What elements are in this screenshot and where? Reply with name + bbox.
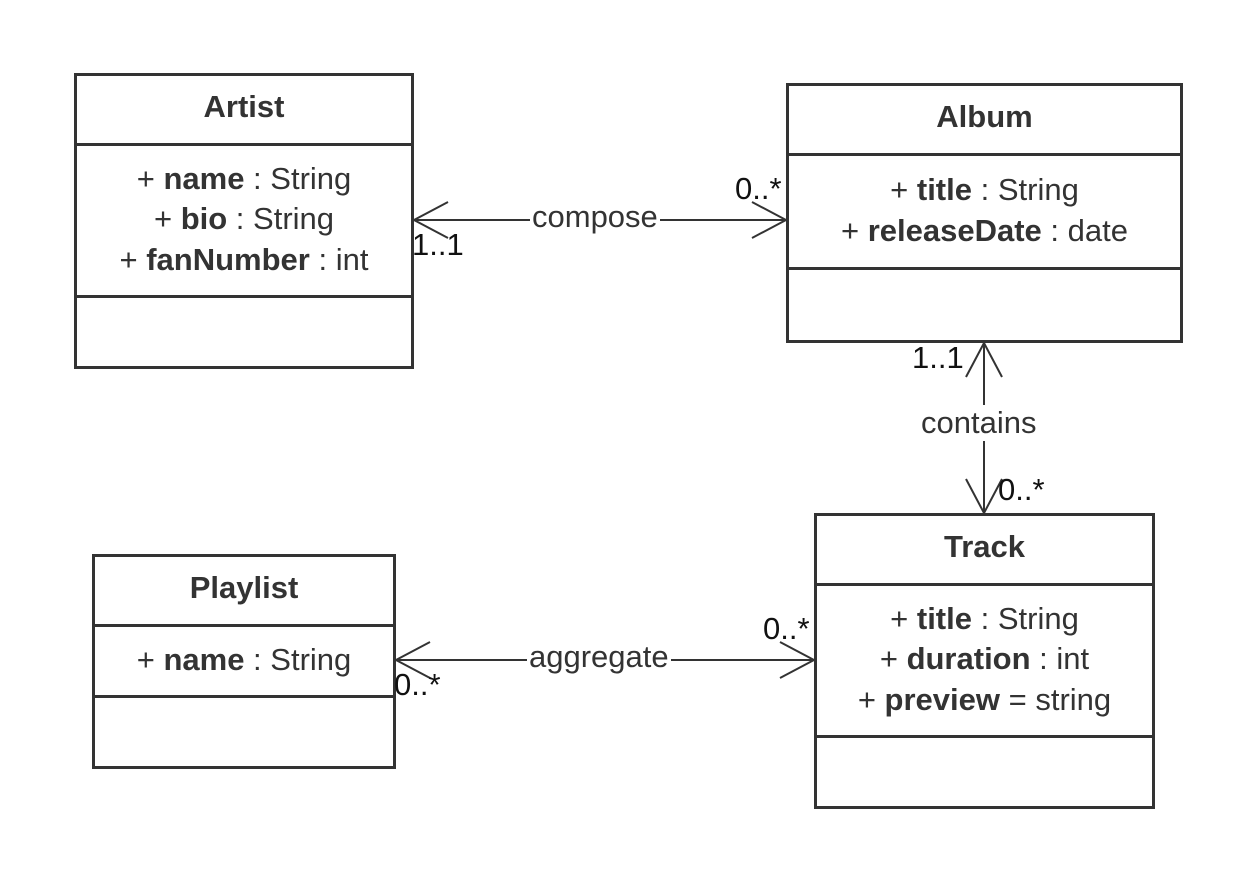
- multiplicity-aggregate-playlist: 0..*: [394, 667, 441, 702]
- class-artist-attributes: + name : String + bio : String + fanNumb…: [77, 146, 411, 298]
- multiplicity-compose-artist: 1..1: [412, 227, 464, 262]
- class-track-name: Track: [817, 516, 1152, 586]
- multiplicity-compose-album: 0..*: [735, 171, 782, 206]
- class-playlist[interactable]: Playlist + name : String: [92, 554, 396, 769]
- class-album-name: Album: [789, 86, 1180, 156]
- attribute: + fanNumber : int: [119, 241, 369, 277]
- compose-arrowhead-artist: [411, 201, 449, 239]
- association-label-compose: compose: [530, 199, 660, 235]
- class-playlist-operations: [95, 698, 393, 766]
- attribute: + name : String: [136, 160, 352, 196]
- attribute: + duration : int: [879, 641, 1090, 677]
- class-album-operations: [789, 270, 1180, 340]
- contains-arrowhead-album: [965, 340, 1003, 378]
- class-artist[interactable]: Artist + name : String + bio : String + …: [74, 73, 414, 369]
- multiplicity-contains-album: 1..1: [912, 340, 964, 375]
- attribute: + title : String: [890, 600, 1079, 636]
- aggregate-arrowhead-playlist: [393, 641, 431, 679]
- class-playlist-name: Playlist: [95, 557, 393, 627]
- attribute: + releaseDate : date: [841, 212, 1128, 248]
- class-track-attributes: + title : String + duration : int + prev…: [817, 586, 1152, 738]
- attribute: + preview = string: [857, 681, 1112, 717]
- association-label-aggregate: aggregate: [527, 639, 671, 675]
- class-playlist-attributes: + name : String: [95, 627, 393, 698]
- class-artist-operations: [77, 298, 411, 366]
- attribute: + name : String: [136, 641, 352, 677]
- attribute: + bio : String: [153, 201, 335, 237]
- class-album-attributes: + title : String + releaseDate : date: [789, 156, 1180, 270]
- class-album[interactable]: Album + title : String + releaseDate : d…: [786, 83, 1183, 343]
- association-label-contains: contains: [919, 405, 1039, 441]
- multiplicity-aggregate-track: 0..*: [763, 611, 810, 646]
- class-track-operations: [817, 738, 1152, 806]
- multiplicity-contains-track: 0..*: [998, 472, 1045, 507]
- class-artist-name: Artist: [77, 76, 411, 146]
- class-track[interactable]: Track + title : String + duration : int …: [814, 513, 1155, 809]
- attribute: + title : String: [890, 172, 1079, 207]
